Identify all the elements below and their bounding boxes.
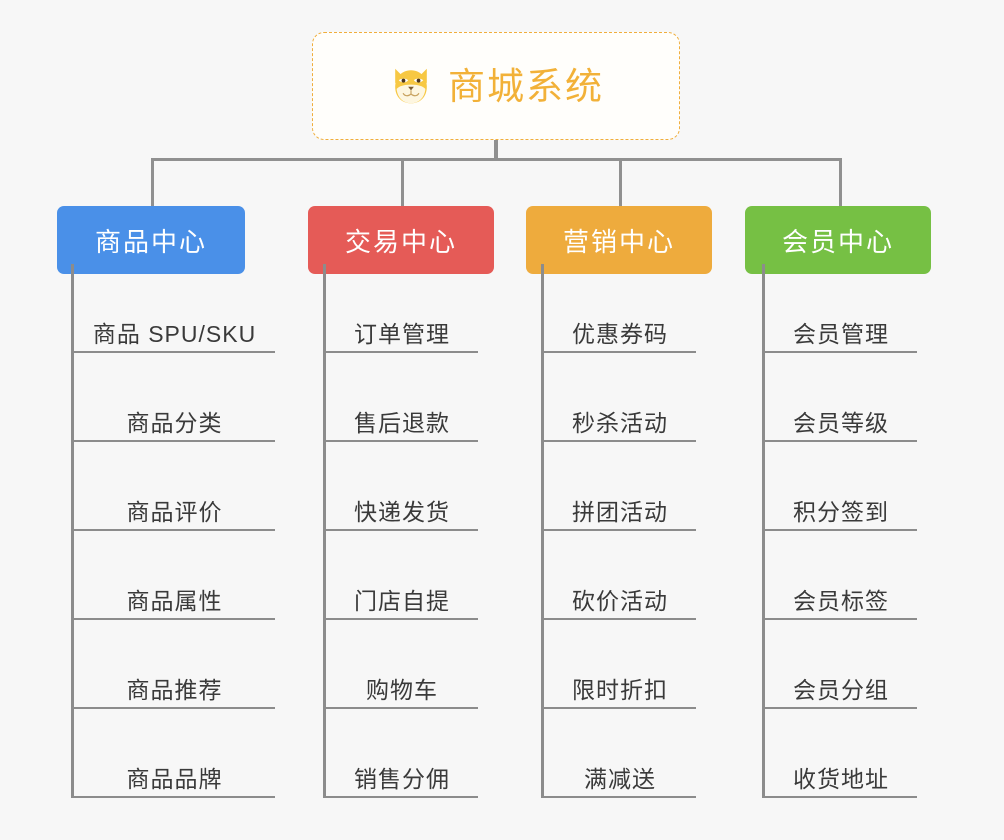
leaf-column-marketing-center: 优惠券码 秒杀活动 拼团活动 砍价活动 限时折扣 满减送	[541, 264, 696, 798]
leaf-label: 售后退款	[354, 409, 450, 436]
leaf-label: 商品推荐	[126, 676, 223, 703]
leaf-label: 商品品牌	[126, 765, 223, 792]
leaf-item[interactable]: 优惠券码	[544, 264, 696, 353]
leaf-label: 快递发货	[354, 498, 450, 525]
leaf-item[interactable]: 商品分类	[74, 353, 275, 442]
leaf-item[interactable]: 门店自提	[326, 531, 478, 620]
leaf-label: 商品评价	[126, 498, 223, 525]
leaf-label: 购物车	[366, 676, 438, 703]
leaf-item[interactable]: 会员标签	[765, 531, 917, 620]
leaf-item[interactable]: 快递发货	[326, 442, 478, 531]
connector-drop-marketing-center	[619, 158, 622, 206]
category-label-marketing-center: 营销中心	[562, 226, 675, 257]
leaf-item[interactable]: 商品 SPU/SKU	[74, 264, 275, 353]
leaf-item[interactable]: 拼团活动	[544, 442, 696, 531]
leaf-label: 会员分组	[793, 676, 889, 703]
leaf-item[interactable]: 售后退款	[326, 353, 478, 442]
connector-drop-trade-center	[401, 158, 404, 206]
leaf-item[interactable]: 商品推荐	[74, 620, 275, 709]
leaf-label: 门店自提	[354, 587, 450, 614]
leaf-column-trade-center: 订单管理 售后退款 快递发货 门店自提 购物车 销售分佣	[323, 264, 478, 798]
root-node[interactable]: 商城系统	[312, 32, 680, 140]
leaf-label: 会员管理	[793, 320, 889, 347]
leaf-item[interactable]: 销售分佣	[326, 709, 478, 798]
leaf-label: 订单管理	[354, 320, 450, 347]
leaf-item[interactable]: 商品评价	[74, 442, 275, 531]
leaf-item[interactable]: 限时折扣	[544, 620, 696, 709]
leaf-label: 会员等级	[793, 409, 889, 436]
leaf-label: 限时折扣	[572, 676, 668, 703]
leaf-column-product-center: 商品 SPU/SKU 商品分类 商品评价 商品属性 商品推荐 商品品牌	[71, 264, 275, 798]
leaf-item[interactable]: 满减送	[544, 709, 696, 798]
shiba-dog-icon	[395, 68, 427, 104]
leaf-label: 拼团活动	[572, 498, 668, 525]
leaf-label: 砍价活动	[572, 587, 668, 614]
category-label-product-center: 商品中心	[94, 226, 207, 257]
connector-horizontal-bus	[151, 158, 842, 161]
leaf-label: 商品 SPU/SKU	[92, 320, 257, 347]
leaf-item[interactable]: 订单管理	[326, 264, 478, 353]
connector-root-stem	[494, 140, 498, 160]
leaf-label: 优惠券码	[572, 320, 668, 347]
leaf-item[interactable]: 会员等级	[765, 353, 917, 442]
leaf-label: 满减送	[584, 765, 656, 792]
leaf-label: 商品分类	[126, 409, 223, 436]
category-box-member-center[interactable]: 会员中心	[745, 206, 931, 274]
leaf-label: 会员标签	[793, 587, 889, 614]
root-title: 商城系统	[448, 65, 604, 107]
leaf-item[interactable]: 砍价活动	[544, 531, 696, 620]
leaf-label: 秒杀活动	[572, 409, 668, 436]
leaf-item[interactable]: 会员分组	[765, 620, 917, 709]
leaf-item[interactable]: 秒杀活动	[544, 353, 696, 442]
leaf-item[interactable]: 购物车	[326, 620, 478, 709]
leaf-item[interactable]: 收货地址	[765, 709, 917, 798]
category-box-product-center[interactable]: 商品中心	[57, 206, 245, 274]
leaf-item[interactable]: 商品属性	[74, 531, 275, 620]
connector-drop-member-center	[839, 158, 842, 206]
category-label-trade-center: 交易中心	[344, 226, 457, 257]
leaf-label: 销售分佣	[354, 765, 450, 792]
category-box-marketing-center[interactable]: 营销中心	[526, 206, 712, 274]
leaf-item[interactable]: 商品品牌	[74, 709, 275, 798]
category-box-trade-center[interactable]: 交易中心	[308, 206, 494, 274]
category-label-member-center: 会员中心	[781, 226, 894, 257]
leaf-label: 积分签到	[793, 498, 889, 525]
leaf-label: 商品属性	[126, 587, 223, 614]
leaf-item[interactable]: 会员管理	[765, 264, 917, 353]
leaf-label: 收货地址	[793, 765, 889, 792]
leaf-item[interactable]: 积分签到	[765, 442, 917, 531]
leaf-column-member-center: 会员管理 会员等级 积分签到 会员标签 会员分组 收货地址	[762, 264, 917, 798]
connector-drop-product-center	[151, 158, 154, 206]
